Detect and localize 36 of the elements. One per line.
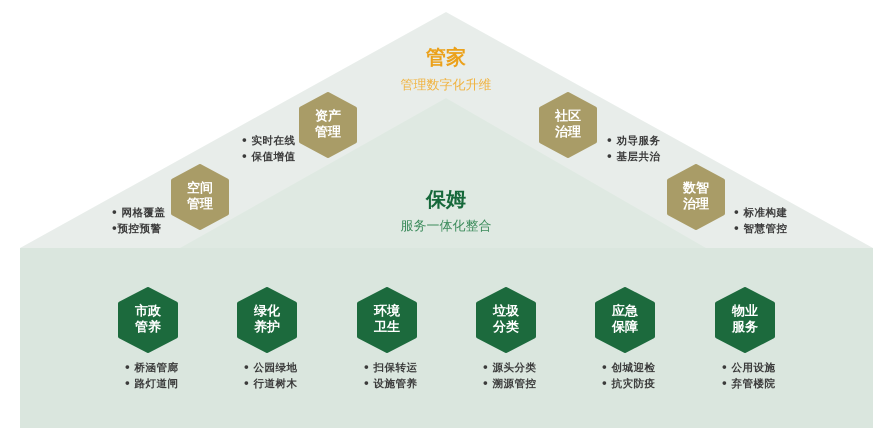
base-panel [20,248,873,428]
hexagon-badge: 数智治理 [667,164,725,230]
bullet-text: • 网格覆盖 [111,206,166,221]
hexagon-badge: 垃圾分类 [476,287,536,353]
hexagon-badge: 市政管养 [118,287,178,353]
hexagon-badge: 社区治理 [539,92,597,158]
hexagon-badge: 绿化养护 [237,287,297,353]
bullet-text: • 桥涵管廊 [124,360,178,376]
bullet-text: • 公园绿地 [243,361,298,376]
bullet-text: • 实时在线 [241,134,296,149]
bullet-text: • 智慧管控 [733,222,788,237]
bullet-text: • 扫保转运 [363,361,418,376]
bullet-text: • 路灯道闸 [124,377,178,392]
zone-title: 管家 [426,45,466,69]
zone-subtitle: 服务一体化整合 [400,219,492,235]
bullet-text: •预控预警 [111,222,163,237]
bullet-text: • 劝导服务 [606,134,660,149]
bullet-text: • 保值增值 [241,150,296,165]
bullet-text: • 抗灾防疫 [601,376,656,392]
bullet-text: • 源头分类 [482,361,536,376]
bullet-text: • 设施管养 [363,376,418,392]
hexagon-badge: 物业服务 [715,287,775,353]
hexagon-badge: 资产管理 [299,92,357,158]
bullet-text: • 弃管楼院 [721,376,776,392]
zone-title: 保姆 [426,187,466,211]
hexagon-badge: 空间管理 [171,164,229,230]
bullet-text: • 基层共治 [606,150,660,165]
bullet-text: • 溯源管控 [482,377,536,392]
bullet-text: • 公用设施 [721,361,776,376]
bullet-text: • 创城迎检 [601,360,656,376]
hexagon-badge: 应急保障 [595,287,655,353]
bullet-text: • 标准构建 [733,206,788,221]
hexagon-badge: 环境卫生 [357,287,417,353]
bullet-text: • 行道树木 [243,377,298,392]
roof-triangle [20,12,873,248]
zone-subtitle: 管理数字化升维 [400,78,492,94]
